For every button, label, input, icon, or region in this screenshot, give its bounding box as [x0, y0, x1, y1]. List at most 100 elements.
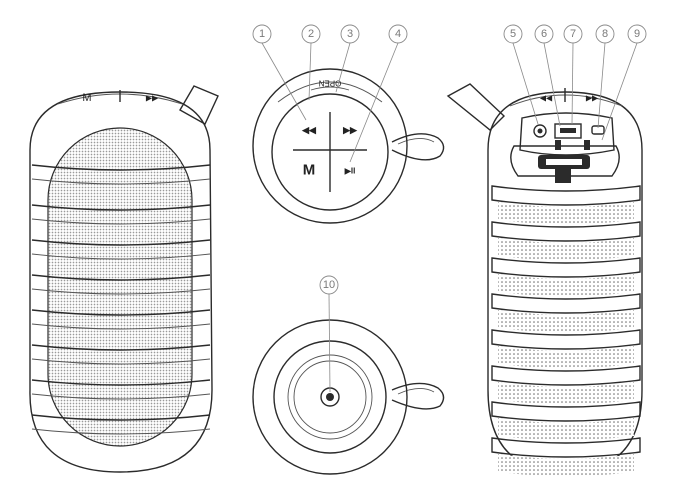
- dotted-grille-band: [498, 274, 634, 296]
- strap-loop-top: [391, 133, 445, 161]
- rib-left-edge: [31, 393, 211, 400]
- callout-circle: [627, 24, 647, 44]
- next-label-right: ▶▶: [586, 94, 599, 103]
- callout-number: 10: [323, 279, 335, 291]
- top-rim-arc: [277, 81, 383, 103]
- port-cover-slot: [546, 159, 582, 165]
- callout-8: 8: [595, 24, 615, 129]
- callout-number: 3: [347, 28, 353, 40]
- cover-clip-right: [584, 140, 590, 150]
- callout-9: 9: [601, 24, 647, 141]
- callout-6: 6: [534, 24, 561, 127]
- callout-2: 2: [301, 24, 321, 101]
- rib-right: [491, 365, 641, 386]
- strap-loop-bottom: [391, 382, 445, 410]
- rib-right: [491, 401, 641, 422]
- port-cover[interactable]: [510, 145, 620, 177]
- prev-track-icon[interactable]: ◀◀: [301, 125, 317, 135]
- aux-jack-core: [537, 128, 543, 134]
- callout-leader: [308, 42, 312, 101]
- strap-right: [446, 83, 506, 131]
- callout-10: 10: [319, 275, 339, 393]
- button-pad[interactable]: [271, 93, 389, 211]
- dotted-grille-band: [498, 454, 634, 476]
- rib-left: [31, 274, 211, 281]
- rib-left: [31, 414, 211, 421]
- rib-left: [31, 379, 211, 386]
- strap: [179, 85, 219, 125]
- callout-number: 1: [259, 28, 265, 40]
- dotted-grille-band: [498, 238, 634, 260]
- callout-circle: [252, 24, 272, 44]
- callout-leader: [543, 42, 561, 127]
- center-dot: [326, 393, 334, 401]
- rib-right: [491, 185, 641, 206]
- callout-circle: [563, 24, 583, 44]
- speaker-body-outline: [29, 91, 213, 473]
- dotted-grille-band: [498, 382, 634, 404]
- callout-circle: [595, 24, 615, 44]
- dotted-grille-band: [498, 346, 634, 368]
- cover-clip-left: [555, 140, 561, 150]
- callout-1: 1: [252, 24, 307, 121]
- bottom-outer-ring: [252, 319, 408, 475]
- callout-number: 6: [541, 28, 547, 40]
- callout-leader: [349, 42, 399, 163]
- callout-number: 4: [395, 28, 401, 40]
- prev-label-right: ◀◀: [540, 94, 553, 103]
- rib-left-edge: [31, 178, 211, 185]
- usb-port-icon[interactable]: [554, 123, 582, 139]
- rib-left-edge: [31, 253, 211, 260]
- callout-number: 8: [602, 28, 608, 40]
- rib-left: [31, 204, 211, 211]
- callout-number: 5: [510, 28, 516, 40]
- callout-number: 7: [570, 28, 576, 40]
- play-pause-phone-icon[interactable]: ▶II: [344, 167, 356, 176]
- strap-loop-inner: [397, 138, 435, 145]
- speaker-port-view: ◀◀ ▶▶: [446, 83, 643, 476]
- rib-left-edge: [31, 358, 211, 365]
- callout-circle: [503, 24, 523, 44]
- bottom-foot-ring: [273, 340, 387, 454]
- rib-right: [491, 221, 641, 242]
- mode-button[interactable]: M: [303, 162, 316, 179]
- strap-loop-bottom-inner: [397, 388, 435, 395]
- rib-left-edge: [31, 218, 211, 225]
- port-panel: [519, 112, 615, 156]
- speaker-bottom-view: [252, 319, 445, 475]
- dotted-grille-band: [498, 310, 634, 332]
- callout-leader: [335, 42, 351, 93]
- callout-circle: [340, 24, 360, 44]
- callout-leader: [261, 42, 307, 121]
- speaker-top-view: ◀◀ ▶▶ M ▶II OPEN: [252, 68, 445, 224]
- open-tab: [310, 86, 350, 91]
- ribs-right: [491, 185, 641, 476]
- callout-circle: [388, 24, 408, 44]
- callout-circle: [534, 24, 554, 44]
- rib-left: [31, 309, 211, 316]
- callout-leader: [597, 42, 606, 129]
- callout-circle: [319, 275, 339, 295]
- rib-left-edge: [31, 323, 211, 330]
- callout-3: 3: [335, 24, 360, 93]
- callout-circle: [301, 24, 321, 44]
- callout-leader: [512, 42, 539, 125]
- top-outer-ring: [252, 68, 408, 224]
- rib-right: [491, 257, 641, 278]
- next-label-side: ▶▶: [146, 94, 159, 103]
- rib-right: [491, 437, 641, 458]
- rib-left-edge: [31, 288, 211, 295]
- aux-jack-icon[interactable]: [533, 124, 547, 138]
- usb-port-tongue: [560, 128, 576, 133]
- dotted-grille-band: [498, 202, 634, 224]
- rib-right: [491, 329, 641, 350]
- ribs-left: [31, 164, 211, 435]
- rib-left: [31, 164, 211, 171]
- callout-leader: [571, 42, 574, 125]
- open-label: OPEN: [318, 79, 341, 88]
- next-track-icon[interactable]: ▶▶: [342, 125, 358, 135]
- rib-right: [491, 293, 641, 314]
- callout-leader: [328, 293, 331, 393]
